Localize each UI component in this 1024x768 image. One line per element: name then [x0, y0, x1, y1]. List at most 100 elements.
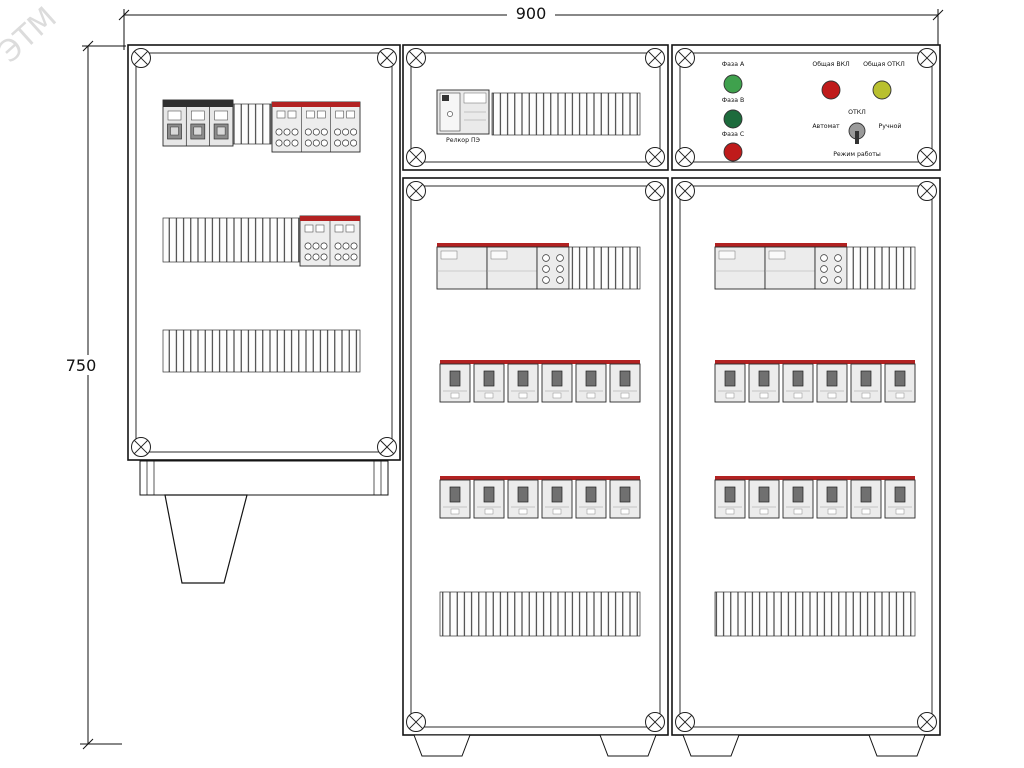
lock-screw-icon: [675, 712, 695, 732]
common-off-button[interactable]: [872, 80, 892, 100]
circuit-breaker: [541, 363, 573, 403]
lock-screw-icon: [377, 437, 397, 457]
circuit-breaker: [884, 363, 916, 403]
lock-screw-icon: [406, 712, 426, 732]
circuit-breaker: [575, 363, 607, 403]
phase-b-lamp: [723, 109, 743, 129]
width-dimension-label: 900: [516, 4, 547, 23]
phase-c-lamp: [723, 142, 743, 162]
selector-manual-label: Ручной: [879, 122, 902, 130]
watermark-text: ЭТМ: [0, 0, 64, 70]
lock-screw-icon: [645, 147, 665, 167]
terminal-module-group-top: [271, 101, 361, 153]
circuit-breaker: [748, 363, 780, 403]
lock-screw-icon: [675, 48, 695, 68]
accent-stripe: [715, 476, 915, 480]
panel-foot: [682, 734, 740, 757]
phase-c-label: Фаза С: [722, 131, 745, 138]
circuit-breaker: [714, 363, 746, 403]
terminal-module-group-mid: [299, 215, 361, 267]
lock-screw-icon: [917, 712, 937, 732]
common-on-label: Общая ВКЛ: [812, 60, 850, 68]
accent-stripe: [715, 243, 847, 247]
phase-a-label: Фаза А: [722, 61, 745, 68]
middle-bottom-panel: [402, 177, 669, 757]
height-dimension-label: 750: [66, 356, 97, 375]
circuit-breaker: [714, 479, 746, 519]
lock-screw-icon: [645, 712, 665, 732]
circuit-breaker: [507, 363, 539, 403]
panel-foot: [413, 734, 471, 757]
circuit-breaker: [439, 363, 471, 403]
circuit-breaker: [575, 479, 607, 519]
circuit-breaker: [507, 479, 539, 519]
lock-screw-icon: [131, 48, 151, 68]
terminal-module: [814, 246, 848, 290]
mode-selector-lever[interactable]: [855, 131, 859, 144]
accent-stripe: [440, 476, 640, 480]
lock-screw-icon: [917, 48, 937, 68]
dimension-height: [60, 40, 126, 750]
common-off-label: Общая ОТКЛ: [863, 60, 905, 68]
accent-stripe: [437, 243, 569, 247]
circuit-breaker: [473, 479, 505, 519]
din-terminal-strip: [491, 92, 641, 136]
circuit-breaker: [850, 363, 882, 403]
control-panel: Фаза А Фаза В Фаза С Общая ВКЛ Общая ОТК…: [671, 44, 941, 171]
panel-foot: [868, 734, 926, 757]
lock-screw-icon: [917, 147, 937, 167]
cable-funnel: [164, 494, 248, 584]
din-terminal-strip: [162, 329, 361, 373]
circuit-breaker: [782, 479, 814, 519]
lock-screw-icon: [675, 147, 695, 167]
common-on-button[interactable]: [821, 80, 841, 100]
lock-screw-icon: [377, 48, 397, 68]
lock-screw-icon: [675, 181, 695, 201]
circuit-breaker: [541, 479, 573, 519]
accent-stripe: [440, 360, 640, 364]
circuit-breaker: [609, 363, 641, 403]
din-terminal-strip: [846, 246, 916, 290]
contactor-module: [486, 246, 538, 290]
left-panel: [127, 44, 401, 584]
right-bottom-panel: [671, 177, 941, 757]
contactor-module: [436, 246, 488, 290]
terminal-module: [536, 246, 570, 290]
lock-screw-icon: [406, 181, 426, 201]
lock-screw-icon: [645, 181, 665, 201]
circuit-breaker: [473, 363, 505, 403]
lock-screw-icon: [645, 48, 665, 68]
circuit-breaker: [782, 363, 814, 403]
din-terminal-strip: [714, 591, 916, 637]
selector-auto-label: Автомат: [812, 123, 840, 130]
lock-screw-icon: [917, 181, 937, 201]
din-terminal-strip: [568, 246, 641, 290]
dimension-width: [118, 3, 944, 50]
phase-b-label: Фаза В: [722, 97, 744, 104]
control-relay-device: [436, 89, 490, 135]
din-terminal-strip: [162, 217, 301, 263]
selector-caption: Режим работы: [833, 150, 881, 158]
circuit-breaker: [850, 479, 882, 519]
bottom-flange: [139, 460, 389, 496]
phase-a-lamp: [723, 74, 743, 94]
circuit-breaker: [816, 479, 848, 519]
circuit-breaker: [609, 479, 641, 519]
panel-foot: [599, 734, 657, 757]
din-terminal-strip: [439, 591, 641, 637]
din-terminal-strip: [232, 103, 272, 145]
middle-top-panel: Релкор ПЭ: [402, 44, 669, 171]
lock-screw-icon: [406, 147, 426, 167]
selector-off-label: ОТКЛ: [848, 109, 866, 116]
circuit-breaker: [439, 479, 471, 519]
main-breaker-3p: [162, 99, 234, 147]
device-label: Релкор ПЭ: [446, 137, 480, 144]
circuit-breaker: [884, 479, 916, 519]
contactor-module: [764, 246, 816, 290]
contactor-module: [714, 246, 766, 290]
lock-screw-icon: [406, 48, 426, 68]
circuit-breaker: [748, 479, 780, 519]
circuit-breaker: [816, 363, 848, 403]
